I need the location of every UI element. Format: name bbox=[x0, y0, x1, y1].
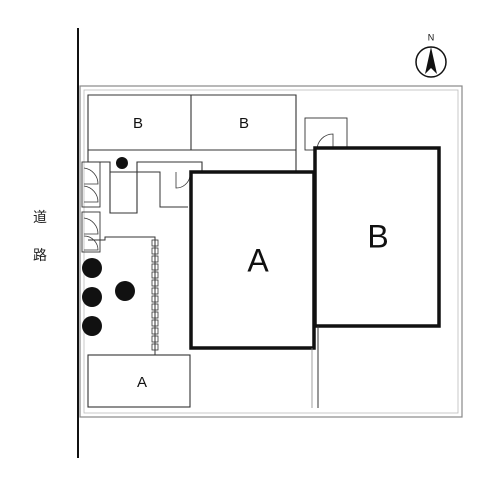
tree-icon bbox=[115, 281, 135, 301]
shrub-icon bbox=[116, 157, 128, 169]
stepping-stone bbox=[151, 295, 159, 303]
door-swing-lower-icon bbox=[83, 217, 99, 235]
stepping-stones bbox=[151, 239, 159, 351]
room-b-top-left-label: B bbox=[133, 115, 143, 132]
door-frame-lower bbox=[81, 211, 101, 253]
building-b-label: B bbox=[367, 218, 388, 254]
stepping-stone bbox=[151, 327, 159, 335]
door-frame-b bbox=[304, 117, 348, 151]
door-swing-lower-2-icon bbox=[83, 235, 99, 251]
stepping-stone bbox=[151, 303, 159, 311]
left-corridor bbox=[110, 171, 188, 208]
stepping-stone bbox=[151, 263, 159, 271]
building-b bbox=[313, 146, 441, 328]
building-a-label: A bbox=[247, 242, 269, 278]
tree-icon bbox=[82, 258, 102, 278]
door-frame-upper bbox=[81, 161, 101, 208]
room-a-bottom-label: A bbox=[137, 374, 147, 391]
stepping-stone bbox=[151, 247, 159, 255]
tree-icon bbox=[82, 287, 102, 307]
road-label-char-2: 路 bbox=[33, 248, 47, 264]
door-swing-upper-icon bbox=[83, 167, 99, 185]
corridor-lower bbox=[88, 236, 156, 355]
top-left-block bbox=[87, 94, 297, 214]
stepping-stone bbox=[151, 239, 159, 247]
road-label-char-1: 道 bbox=[33, 210, 47, 226]
north-label: N bbox=[428, 32, 435, 42]
stepping-stone bbox=[151, 271, 159, 279]
stepping-stone bbox=[151, 319, 159, 327]
stepping-stone bbox=[151, 279, 159, 287]
building-a bbox=[189, 170, 316, 350]
stepping-stone bbox=[151, 255, 159, 263]
stepping-stone bbox=[151, 335, 159, 343]
door-swing-a-icon bbox=[175, 172, 191, 189]
door-swing-upper-2-icon bbox=[83, 185, 99, 203]
site-boundary-outer bbox=[79, 85, 463, 418]
stepping-stone bbox=[151, 311, 159, 319]
site-boundary-inner bbox=[83, 89, 459, 414]
stepping-stone bbox=[151, 287, 159, 295]
stepping-stone bbox=[151, 343, 159, 351]
tree-icon bbox=[82, 316, 102, 336]
room-b-top-right-label: B bbox=[239, 115, 249, 132]
north-compass-icon: N bbox=[415, 32, 447, 78]
room-a-bottom bbox=[87, 354, 191, 408]
